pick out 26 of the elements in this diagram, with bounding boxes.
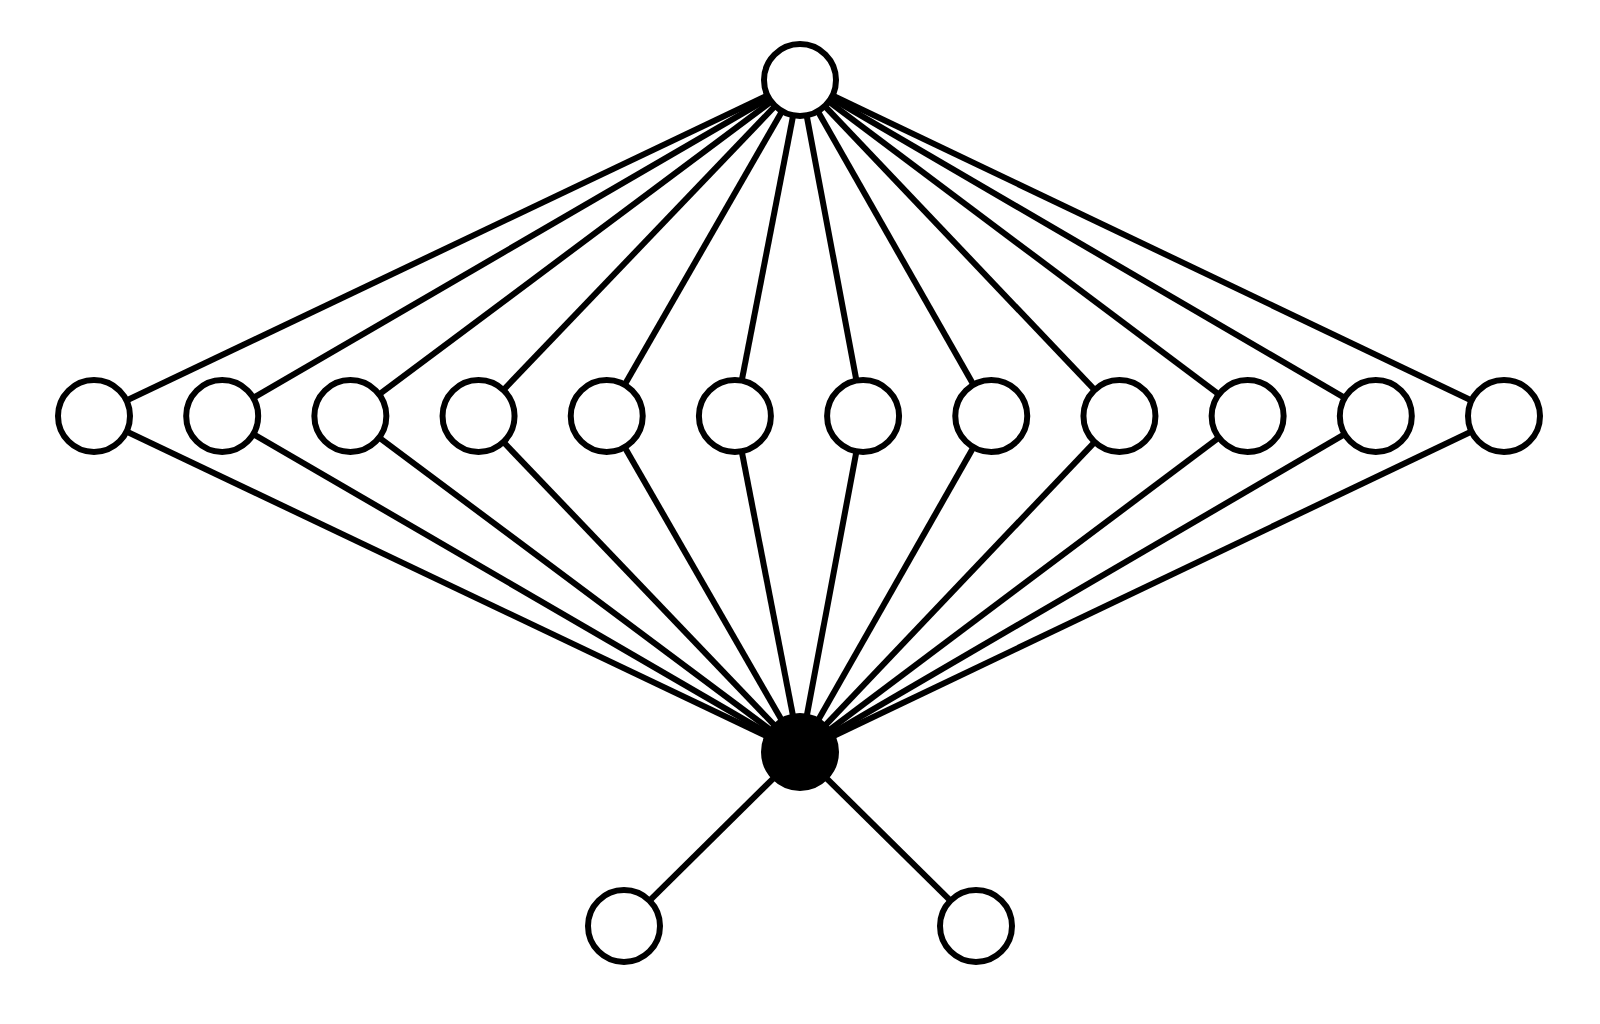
connector-line bbox=[827, 99, 1221, 397]
connector-line bbox=[377, 99, 773, 397]
connector-line bbox=[829, 431, 1347, 737]
connector-line bbox=[125, 428, 769, 740]
connector-line bbox=[251, 431, 771, 737]
connector-line bbox=[803, 450, 860, 718]
connector-line bbox=[738, 450, 797, 718]
connector-line bbox=[622, 445, 785, 723]
connector-line bbox=[647, 775, 777, 903]
connector-line bbox=[823, 775, 953, 903]
connector-line bbox=[822, 104, 1097, 392]
connector-line bbox=[829, 95, 1347, 401]
connector-line bbox=[501, 439, 778, 729]
connector-line bbox=[738, 114, 797, 382]
connector-line bbox=[377, 435, 773, 733]
connector-line bbox=[622, 109, 785, 387]
connector-line bbox=[827, 435, 1221, 733]
connector-line bbox=[815, 445, 977, 723]
connector-line bbox=[803, 114, 860, 382]
connector-line bbox=[822, 440, 1097, 728]
connector-line bbox=[501, 103, 778, 393]
connector-line bbox=[831, 428, 1473, 740]
connector-line bbox=[251, 95, 771, 401]
connector-line bbox=[815, 109, 977, 387]
connector-line bbox=[831, 92, 1473, 404]
connector-line bbox=[125, 92, 769, 404]
